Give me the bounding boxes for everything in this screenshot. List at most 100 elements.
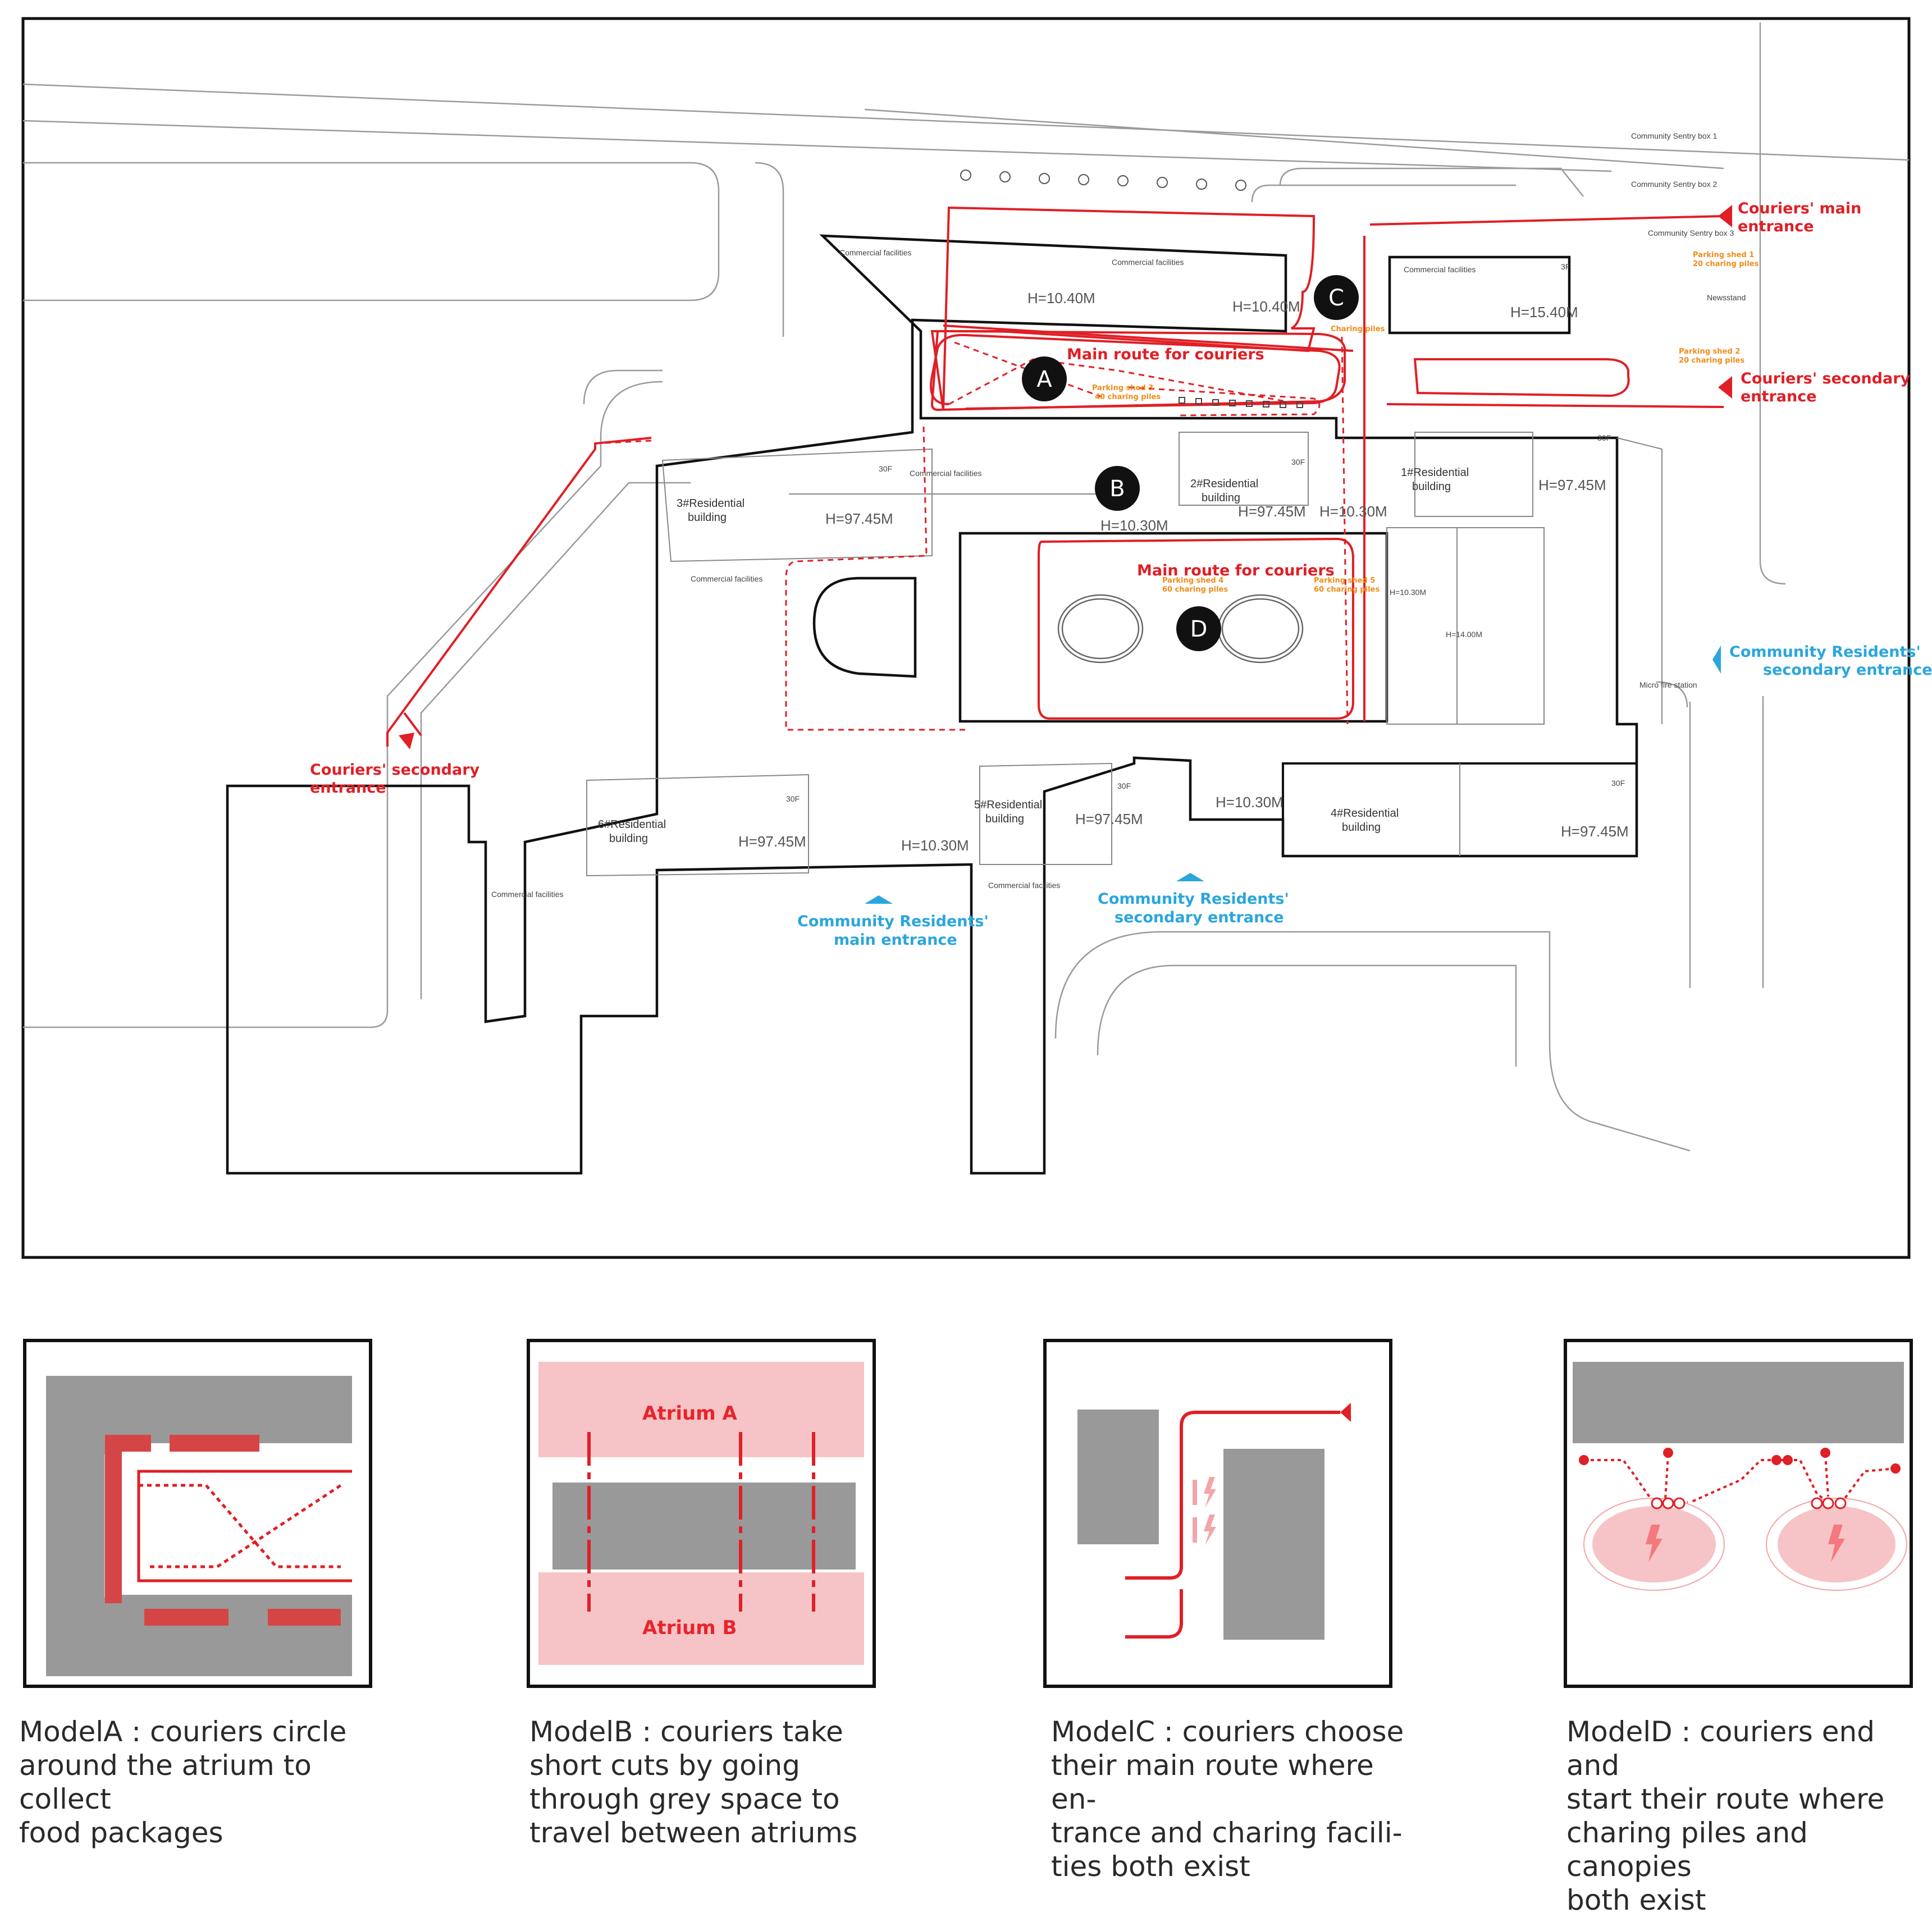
charging-pile-marks [1179,397,1303,408]
marker-c-label: C [1328,285,1344,311]
model-d-caption: ModelD : couriers end and start their ro… [1566,1715,1885,1916]
height-label: H=10.40M [1027,290,1095,306]
residents-secondary-entrance-arrow-right [1712,646,1721,674]
height-label: H=97.45M [1538,477,1606,493]
marker-b: B [1095,466,1140,511]
height-label: H=97.45M [1561,823,1629,840]
height-label: H=10.30M [901,837,969,854]
parking-shed-1-name: Parking shed 1 [1693,251,1754,259]
building-1-line2: building [1412,481,1451,493]
residents-secondary-bottom-line2: secondary entrance [1115,909,1284,926]
building-2-line2: building [1202,492,1240,504]
building-1-line1: 1#Residential [1401,466,1469,479]
newsstand-label: Newsstand [1707,293,1746,302]
floor-label: 30F [1611,779,1625,788]
building-3-line2: building [688,511,727,524]
inner-lines [586,432,1662,877]
parking-shed-4-piles: 60 charing piles [1162,585,1228,594]
model-a-diagram [46,1376,352,1676]
charging-icon [1193,1477,1216,1545]
main-route-label-2: Main route for couriers [1137,562,1335,579]
residents-main-entrance-line2: main entrance [834,931,957,949]
parking-shed-3-name: Parking shed 3 [1092,384,1153,392]
commercial-label-6: Commercial facilities [491,890,563,899]
parking-shed-5-name: Parking shed 5 [1314,577,1375,585]
canopy-left [1583,1498,1725,1591]
couriers-secondary-left-line1: Couriers' secondary [310,761,480,779]
marker-c: C [1314,275,1359,320]
plan-frame [21,17,1911,1259]
model-d-diagram [1573,1362,1907,1591]
site-plan: A B C D Main route for couriers Main rou… [21,17,1932,1259]
residents-secondary-bottom-line1: Community Residents' [1098,890,1289,908]
model-b-box: Atrium A Atrium B [527,1339,876,1688]
height-label: H=10.30M [1216,794,1284,811]
building-6-line2: building [609,832,648,845]
commercial-label-5: Commercial facilities [691,574,762,583]
residents-main-entrance-line1: Community Residents' [797,913,989,930]
couriers-secondary-left-line2: entrance [310,779,386,797]
sentry-box-1: Community Sentry box 1 [1631,131,1717,140]
parking-shed-5-piles: 60 charing piles [1314,585,1380,594]
height-label: H=15.40M [1510,304,1578,321]
courier-dashed-routes [595,336,1349,731]
commercial-label-3: Commercial facilities [1404,265,1476,274]
model-c-caption: ModelC : couriers choose their main rout… [1051,1715,1404,1883]
marker-d: D [1176,606,1221,651]
building-5-line1: 5#Residential [974,799,1042,811]
building-4-line1: 4#Residential [1331,807,1399,820]
residents-secondary-right-line1: Community Residents' [1729,643,1921,661]
entrance-arrows [399,205,1732,904]
floor-label: 30F [1117,781,1131,790]
height-label: H=10.30M [1390,588,1426,597]
couriers-main-entrance-line2: entrance [1738,218,1814,235]
parking-shed-1-piles: 20 charing piles [1693,260,1759,268]
building-2-line1: 2#Residential [1190,478,1258,490]
height-label: H=14.00M [1446,630,1482,639]
model-a-box [23,1339,372,1688]
roads [22,22,1910,1152]
couriers-main-entrance-line1: Couriers' main [1738,200,1861,217]
floor-label: 30F [786,794,800,803]
atrium-b-label: Atrium B [642,1617,737,1639]
couriers-secondary-entrance-arrow-right [1718,376,1732,399]
parking-shed-4-name: Parking shed 4 [1162,577,1223,585]
commercial-label-2: Commercial facilities [1112,258,1184,267]
tree-row [960,170,1246,191]
sentry-box-2: Community Sentry box 2 [1631,180,1717,189]
couriers-main-entrance-arrow [1718,205,1732,227]
model-c-diagram [1077,1403,1351,1640]
floor-label: 30F [879,464,892,473]
building-6-line1: 6#Residential [598,818,666,831]
building-4-line2: building [1342,821,1381,834]
charging-piles-label: Charing piles [1331,325,1385,333]
height-label: H=97.45M [825,510,893,527]
floor-label: 30F [1291,457,1305,466]
model-b-diagram: Atrium A Atrium B [538,1362,864,1665]
building-5-line2: building [985,813,1024,825]
semi-building [812,577,917,678]
courier-routes [386,206,1724,747]
height-label: H=97.45M [1238,503,1306,520]
marker-d-label: D [1190,616,1208,642]
parking-shed-3-piles: 40 charing piles [1095,393,1161,401]
couriers-secondary-entrance-arrow-left [399,733,414,749]
commercial-label-1: Commercial facilities [839,248,911,257]
commercial-box-right [1388,255,1571,335]
height-label: H=10.30M [1319,503,1387,520]
marker-b-label: B [1109,476,1125,502]
marker-a: A [1022,356,1067,401]
residents-main-entrance-arrow [865,895,893,904]
model-a-caption: ModelA : couriers circle around the atri… [19,1715,347,1849]
floor-label: 3F [1561,262,1570,271]
residents-secondary-entrance-arrow-bottom [1176,873,1204,881]
height-label: H=97.45M [1075,811,1143,827]
model-c-box [1043,1339,1392,1688]
model-b-caption: ModelB : couriers take short cuts by goi… [529,1715,858,1849]
atrium-a-label: Atrium A [642,1402,737,1425]
couriers-secondary-right-line2: entrance [1741,388,1817,405]
model-d-box [1564,1339,1913,1688]
floor-label: 30F [1597,433,1611,442]
height-label: H=10.30M [1100,517,1168,534]
parking-shed-2-name: Parking shed 2 [1679,347,1740,356]
